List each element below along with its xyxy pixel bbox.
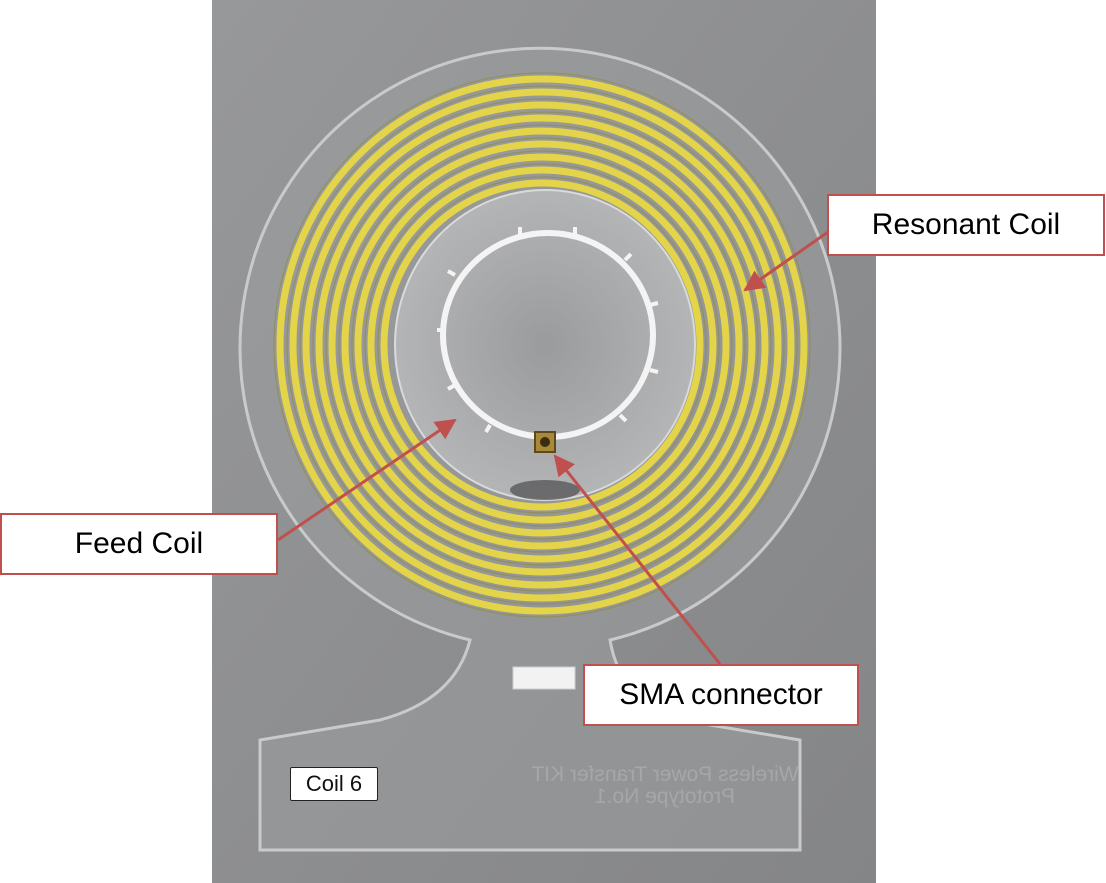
resonant-coil-graphic (276, 75, 808, 615)
coil-number-label: Coil 6 (290, 767, 378, 801)
callout-feed-coil: Feed Coil (0, 513, 278, 575)
arrow-feed-coil (277, 418, 457, 542)
board-tag (512, 666, 576, 690)
callout-resonant-coil: Resonant Coil (827, 194, 1105, 256)
engraving-line-2: Prototype No.1 (594, 785, 736, 808)
board-engraving: Wireless Power Transfer KIT Prototype No… (530, 763, 800, 808)
arrow-sma-connector (553, 454, 722, 665)
arrow-resonant-coil (743, 230, 829, 292)
engraving-line-1: Wireless Power Transfer KIT (531, 763, 799, 786)
feed-coil-clips (437, 227, 659, 433)
callout-sma-connector: SMA connector (583, 664, 859, 726)
